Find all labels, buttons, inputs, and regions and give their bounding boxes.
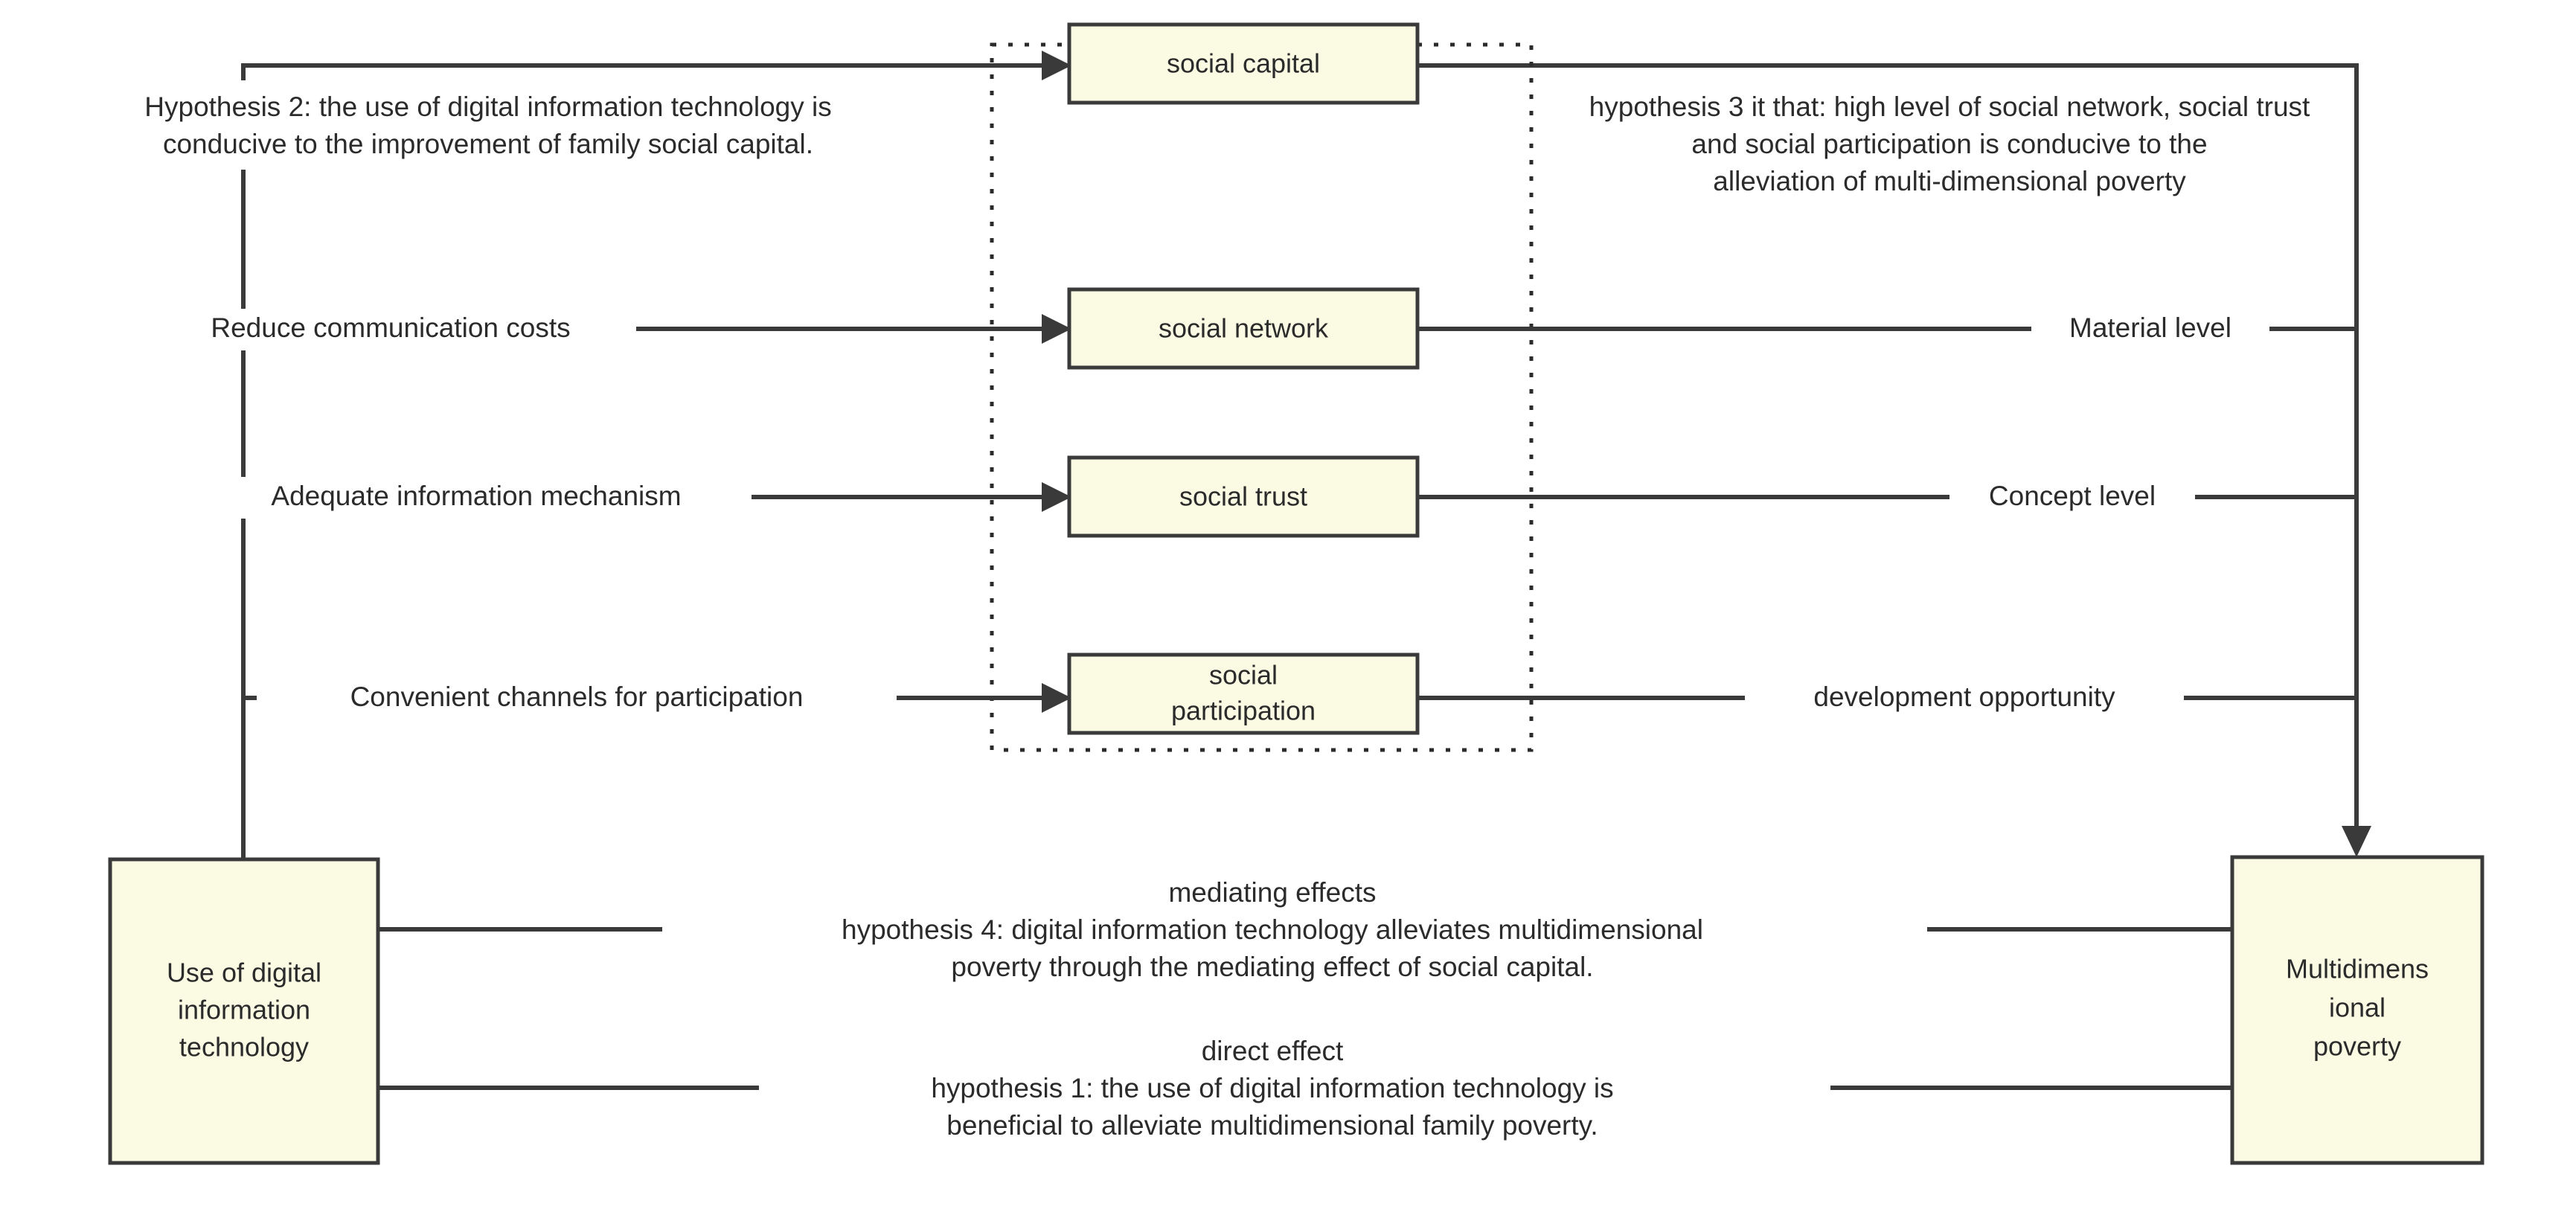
hypothesis-4-line1: hypothesis 4: digital information techno… — [842, 914, 1703, 945]
target-label-line2: ional — [2329, 993, 2386, 1023]
hypothesis-1-line1: hypothesis 1: the use of digital informa… — [931, 1073, 1613, 1103]
direct-effect-caption: direct effect — [1202, 1036, 1344, 1066]
material-level-label: Material level — [2069, 312, 2231, 343]
hypothesis-2-note-line1: Hypothesis 2: the use of digital informa… — [144, 92, 831, 122]
source-box[interactable] — [108, 857, 380, 1165]
adequate-information-mechanism-arrowhead — [1042, 482, 1071, 512]
hypothesis-3-note-line2: and social participation is conducive to… — [1691, 129, 2207, 159]
mediating-effects-caption: mediating effects — [1168, 877, 1376, 908]
node-use-of-digital-information-technology[interactable]: Use of digital information technology — [108, 857, 380, 1165]
hypothesis-2-arrowhead — [1042, 51, 1071, 80]
convenient-channels-for-participation-label: Convenient channels for participation — [350, 682, 804, 712]
hypothesis-2-note-line2: conducive to the improvement of family s… — [163, 129, 813, 159]
hypothesis-4-line2: poverty through the mediating effect of … — [951, 952, 1593, 982]
social-network-box[interactable] — [1067, 287, 1420, 370]
hypothesis-3-note: hypothesis 3 it that: high level of soci… — [1589, 92, 2310, 196]
convenient-channels-arrowhead — [1042, 683, 1071, 713]
source-label-line2: information — [178, 995, 310, 1025]
node-multidimensional-poverty[interactable]: Multidimens ional poverty — [2230, 855, 2484, 1165]
node-social-trust[interactable]: social trust — [1067, 455, 1420, 538]
hypothesis-3-note-line3: alleviation of multi-dimensional poverty — [1713, 166, 2186, 196]
social-capital-label: social capital — [1167, 48, 1320, 79]
reduce-communication-costs-label: Reduce communication costs — [211, 312, 570, 343]
social-participation-label-line1: social — [1209, 660, 1278, 690]
target-label-line1: Multidimens — [2286, 954, 2429, 984]
social-trust-label: social trust — [1179, 481, 1307, 512]
social-trust-box[interactable] — [1067, 455, 1420, 538]
social-capital-box[interactable] — [1067, 22, 1420, 105]
social-network-label: social network — [1159, 313, 1329, 344]
hypothesis-3-note-line1: hypothesis 3 it that: high level of soci… — [1589, 92, 2310, 122]
source-label-line1: Use of digital — [167, 958, 321, 988]
hypothesis-4-label-block: mediating effects hypothesis 4: digital … — [842, 877, 1703, 982]
hypothesis-2-note: Hypothesis 2: the use of digital informa… — [144, 92, 831, 159]
concept-level-label: Concept level — [1989, 481, 2156, 511]
label-knockouts — [15, 80, 2351, 1161]
social-participation-box[interactable] — [1067, 653, 1420, 735]
social-participation-label-line2: participation — [1171, 696, 1316, 726]
node-social-network[interactable]: social network — [1067, 287, 1420, 370]
node-social-capital[interactable]: social capital — [1067, 22, 1420, 105]
row-connectors-right — [1417, 327, 2356, 700]
hypothesis-1-line2: beneficial to alleviate multidimensional… — [946, 1110, 1598, 1141]
target-box[interactable] — [2230, 855, 2484, 1165]
hypothesis-3-connector — [1417, 63, 2371, 857]
hypothesis-1-label-block: direct effect hypothesis 1: the use of d… — [931, 1036, 1613, 1141]
social-capital-group-outline — [990, 42, 1534, 752]
development-opportunity-label: development opportunity — [1813, 682, 2115, 712]
hypothesis-3-path — [1417, 63, 2359, 826]
source-label-line3: technology — [179, 1032, 309, 1062]
node-social-participation[interactable]: social participation — [1067, 653, 1420, 735]
adequate-information-mechanism-label: Adequate information mechanism — [271, 481, 681, 511]
target-label-line3: poverty — [2313, 1031, 2401, 1062]
hypothesis-2-connector — [241, 51, 1071, 859]
hypothesis-3-arrowhead — [2342, 826, 2371, 857]
reduce-communication-costs-arrowhead — [1042, 314, 1071, 344]
hypothesis-2-path — [241, 63, 1042, 859]
